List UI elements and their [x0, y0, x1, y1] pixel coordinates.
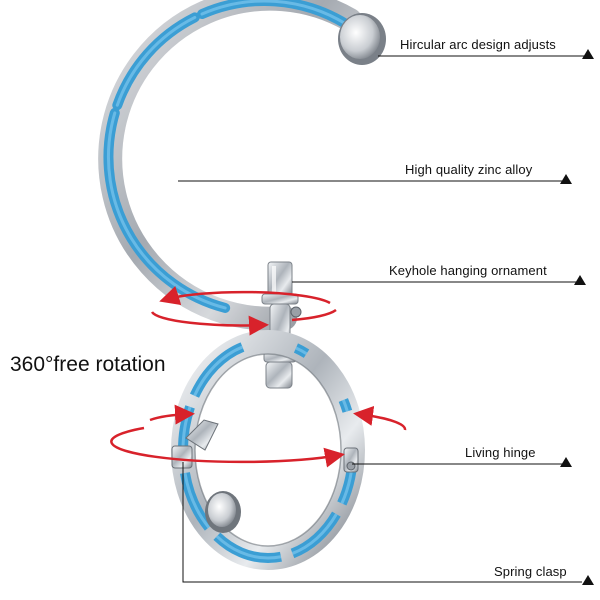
living-hinge — [343, 447, 359, 473]
spring-clasp — [171, 419, 241, 533]
lower-rotation-arrow — [110, 404, 407, 468]
callout-hinge-label: Living hinge — [465, 445, 536, 460]
hook-end-knob — [338, 13, 386, 65]
swivel-connector — [261, 261, 302, 389]
rotation-feature-label: 360°free rotation — [10, 353, 166, 376]
upper-rotation-arrow — [150, 285, 337, 336]
callout-clasp-label: Spring clasp — [494, 564, 567, 579]
callout-triangle-markers — [560, 49, 594, 585]
callout-lines — [178, 55, 588, 583]
c-hook — [98, 0, 362, 331]
callout-alloy-label: High quality zinc alloy — [405, 162, 533, 177]
callout-keyhole-label: Keyhole hanging ornament — [389, 263, 547, 278]
callout-arc-label: Hircular arc design adjusts — [400, 37, 556, 52]
